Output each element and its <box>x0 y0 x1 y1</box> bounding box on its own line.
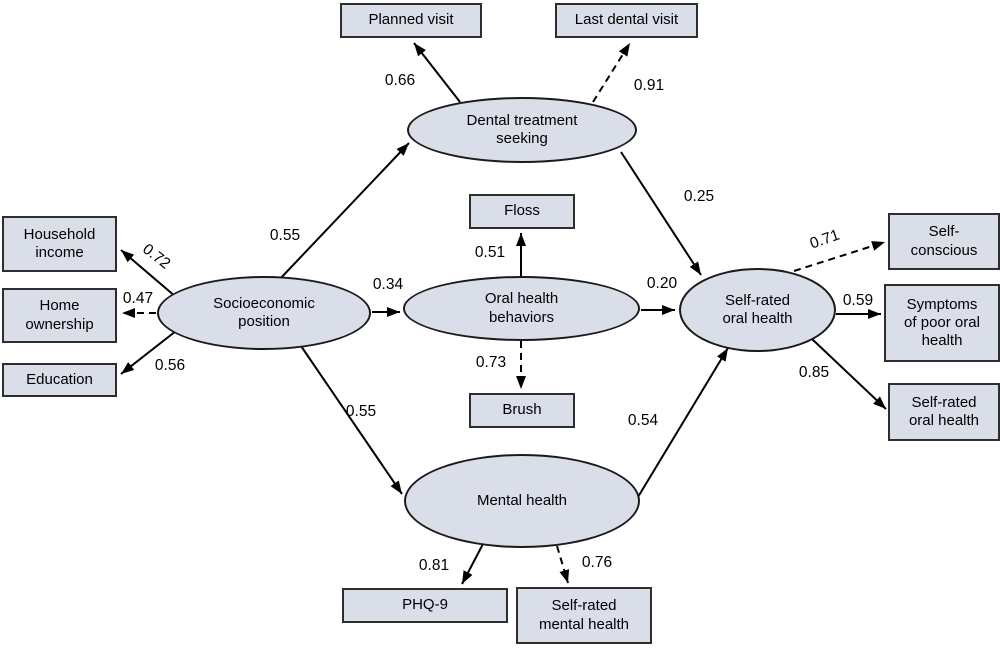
coef-sep-ohb: 0.34 <box>372 276 404 293</box>
path-dental-to-last-dental-visit <box>592 42 631 103</box>
latent-oral-health-behaviors-label: Oral health behaviors <box>484 290 559 326</box>
indicator-phq9: PHQ-9 <box>342 588 508 623</box>
indicator-brush: Brush <box>469 393 575 428</box>
path-dental-to-planned-visit <box>413 42 461 103</box>
coef-sep-education: 0.56 <box>154 357 186 374</box>
latent-dental-treatment-seeking-label: Dental treatment seeking <box>466 111 578 147</box>
indicator-floss: Floss <box>469 194 575 229</box>
coef-ohb-floss: 0.51 <box>474 244 506 261</box>
indicator-self-rated-oral-health: Self-rated oral health <box>888 383 1000 441</box>
path-dental-to-sroh <box>620 151 702 276</box>
indicator-last-dental-visit-label: Last dental visit <box>574 11 679 29</box>
latent-mental-health: Mental health <box>404 454 640 548</box>
indicator-home-ownership-label: Home ownership <box>25 297 94 333</box>
indicator-household-income: Household income <box>2 216 117 272</box>
coef-dental-sroh: 0.25 <box>683 188 715 205</box>
indicator-symptoms-poor-oral-health: Symptoms of poor oral health <box>884 284 1000 362</box>
indicator-planned-visit: Planned visit <box>340 3 482 38</box>
indicator-self-rated-mental-health-label: Self-rated mental health <box>538 597 630 633</box>
latent-self-rated-oral-health: Self-rated oral health <box>679 268 836 352</box>
coef-sep-home-ownership: 0.47 <box>122 290 154 307</box>
indicator-education: Education <box>2 363 117 397</box>
indicator-self-conscious: Self-conscious <box>888 213 1000 270</box>
path-mental-to-phq9 <box>461 543 484 585</box>
coef-mental-sroh: 0.54 <box>627 412 659 429</box>
indicator-last-dental-visit: Last dental visit <box>555 3 698 38</box>
path-sep-to-mental <box>300 345 403 495</box>
indicator-planned-visit-label: Planned visit <box>368 11 454 29</box>
latent-self-rated-oral-health-label: Self-rated oral health <box>722 291 793 327</box>
indicator-symptoms-poor-oral-health-label: Symptoms of poor oral health <box>904 295 980 350</box>
indicator-home-ownership: Home ownership <box>2 288 117 343</box>
coef-dental-planned-visit: 0.66 <box>384 72 416 89</box>
latent-oral-health-behaviors: Oral health behaviors <box>403 276 640 341</box>
indicator-floss-label: Floss <box>504 202 540 220</box>
latent-dental-treatment-seeking: Dental treatment seeking <box>407 97 637 163</box>
indicator-household-income-label: Household income <box>23 225 96 261</box>
indicator-education-label: Education <box>26 370 93 388</box>
coef-ohb-brush: 0.73 <box>475 354 507 371</box>
path-mental-to-self-rated-mental-health <box>556 545 570 584</box>
coef-sroh-self-rated-oral-health: 0.85 <box>798 364 830 381</box>
indicator-brush-label: Brush <box>502 401 542 419</box>
path-sep-to-household-income <box>120 249 177 298</box>
path-sep-to-education <box>120 330 177 375</box>
coef-sroh-symptoms: 0.59 <box>842 292 874 309</box>
path-sroh-to-self-conscious <box>793 241 886 272</box>
coef-sep-dental: 0.55 <box>269 227 301 244</box>
indicator-self-conscious-label: Self-conscious <box>910 223 978 259</box>
latent-socioeconomic-position-label: Socioeconomic position <box>213 294 315 330</box>
path-sep-to-dental <box>277 142 410 282</box>
latent-mental-health-label: Mental health <box>476 491 568 509</box>
coef-mental-self-rated-mental-health: 0.76 <box>581 554 613 571</box>
coef-ohb-sroh: 0.20 <box>646 275 678 292</box>
indicator-self-rated-oral-health-label: Self-rated oral health <box>908 393 980 429</box>
coef-dental-last-dental-visit: 0.91 <box>633 77 665 94</box>
path-sroh-to-self-rated-oral-health-ind <box>811 338 887 410</box>
path-mental-to-sroh <box>637 347 729 498</box>
latent-socioeconomic-position: Socioeconomic position <box>157 276 371 350</box>
indicator-self-rated-mental-health: Self-rated mental health <box>516 587 652 644</box>
coef-mental-phq9: 0.81 <box>418 557 450 574</box>
indicator-phq9-label: PHQ-9 <box>402 596 448 614</box>
coef-sep-mental: 0.55 <box>345 403 377 420</box>
